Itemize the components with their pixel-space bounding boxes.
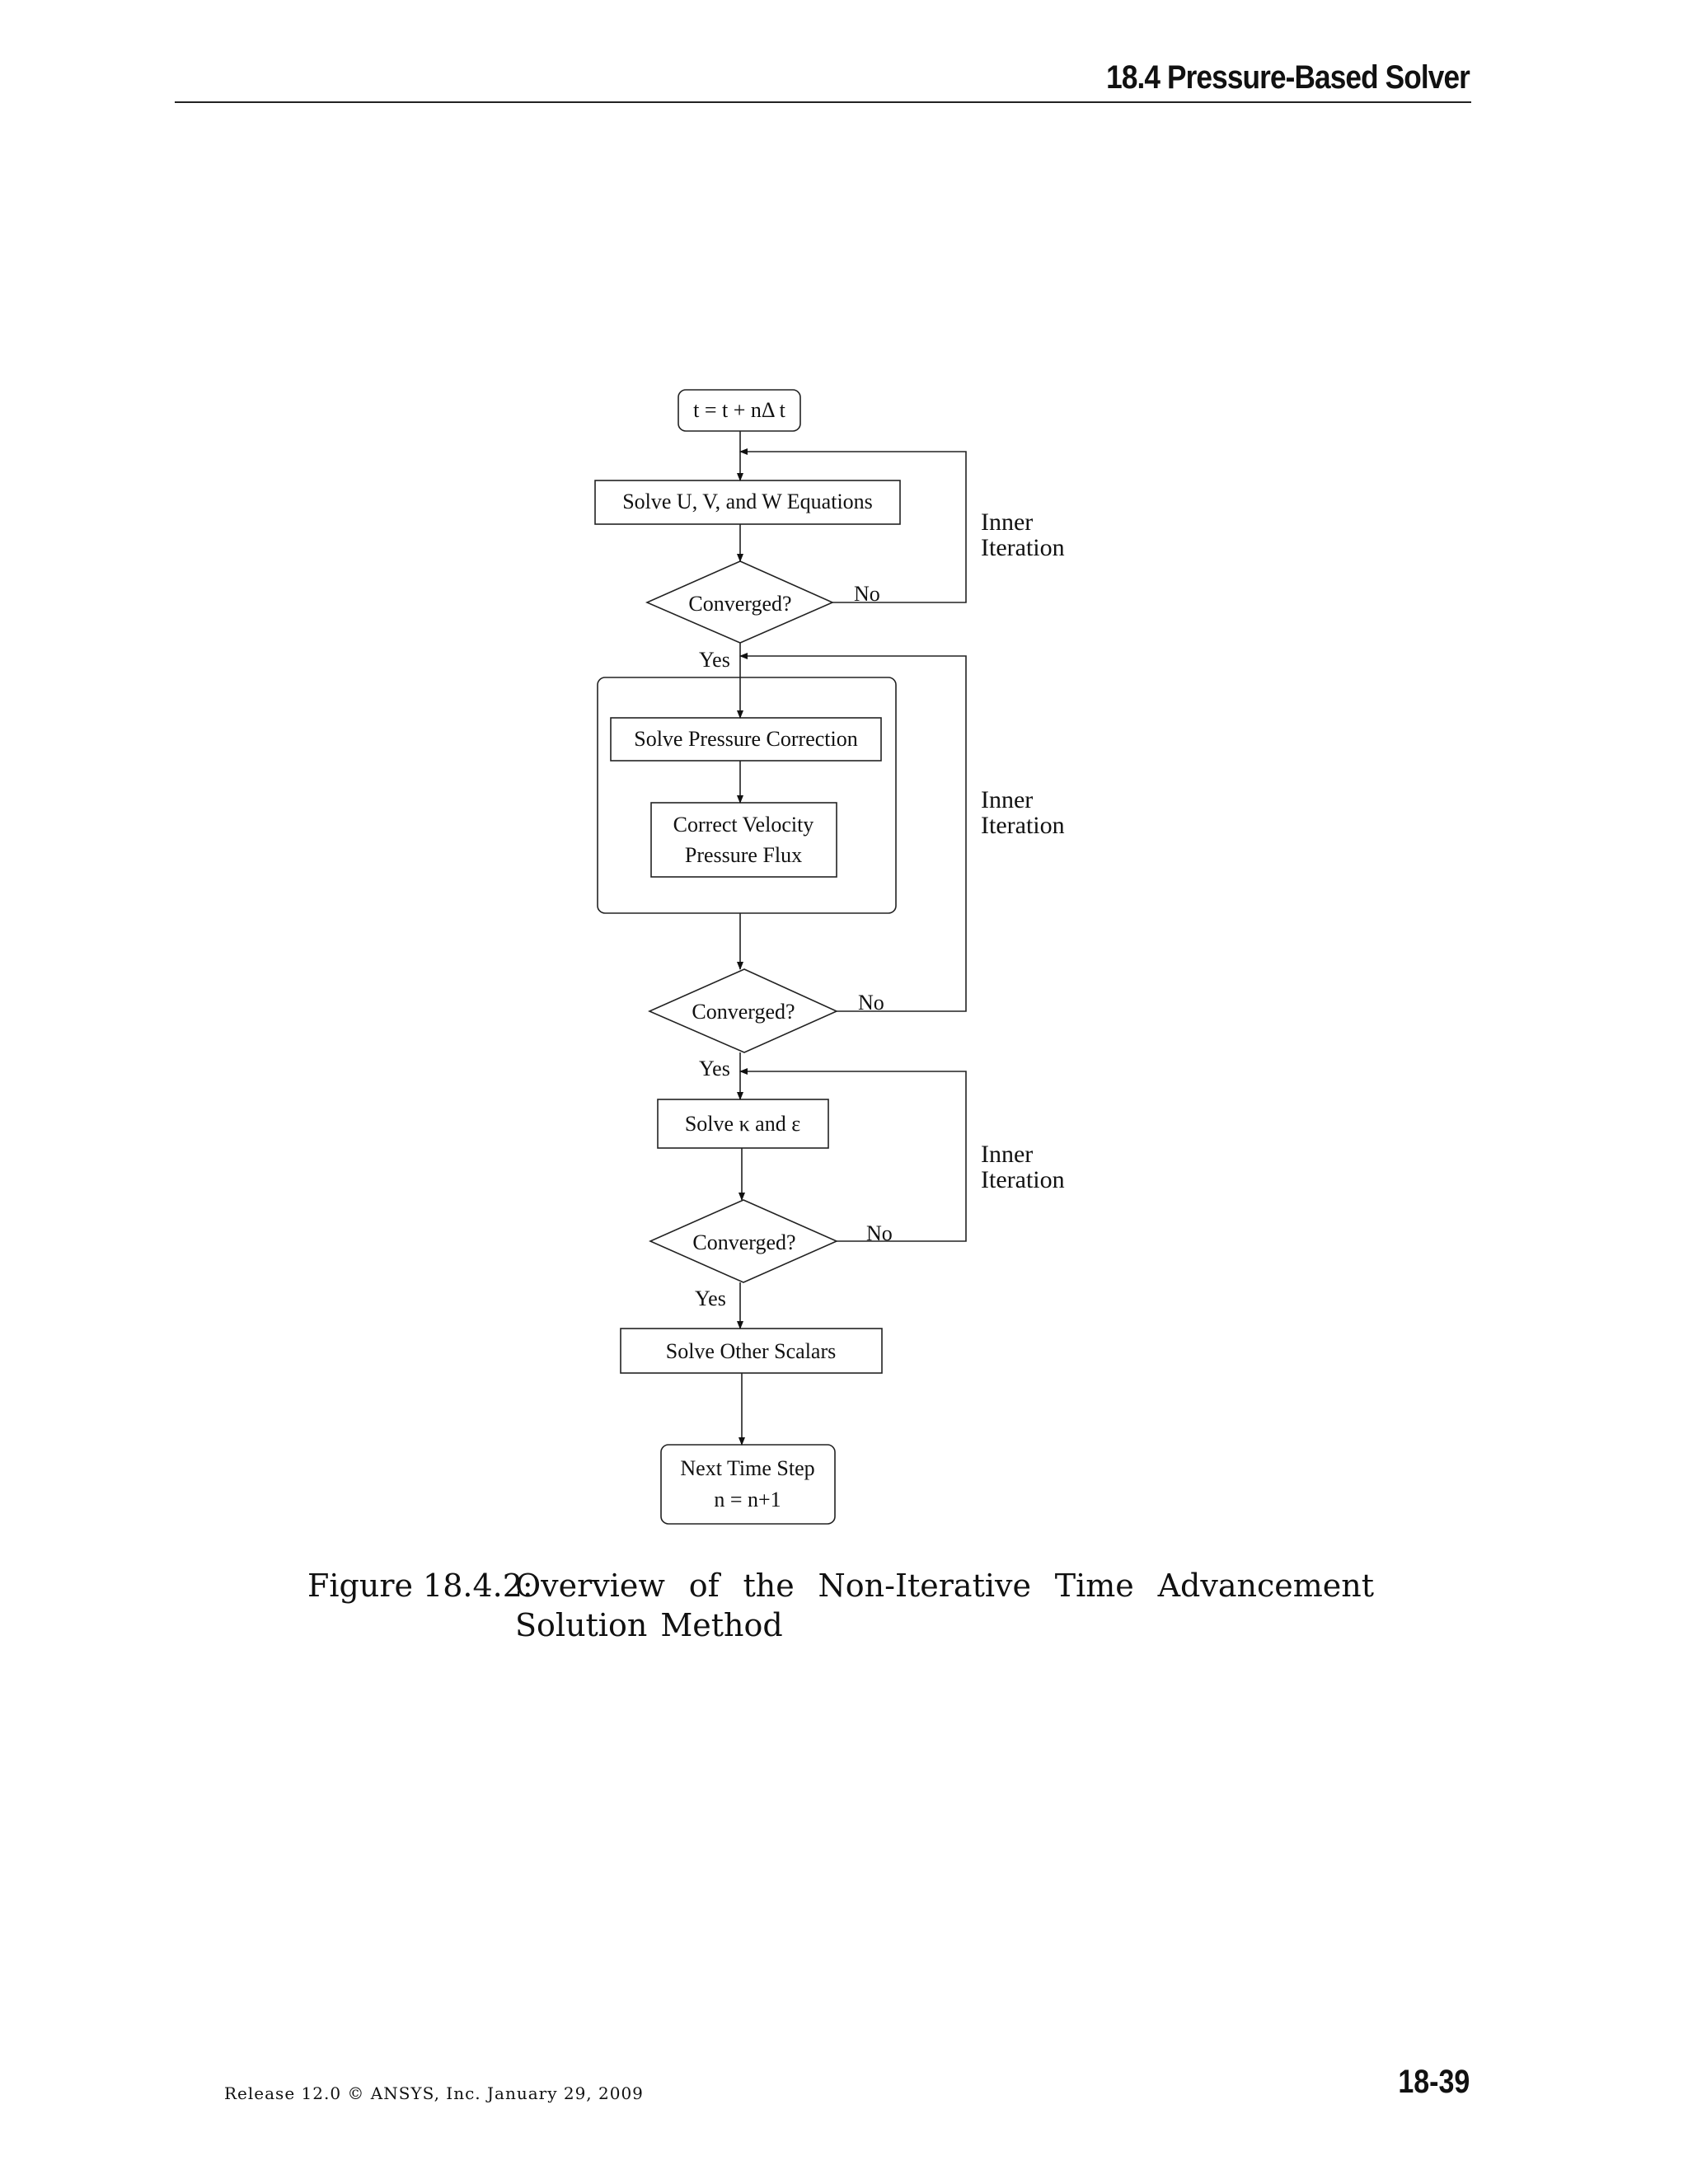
correct-velocity-box <box>650 802 837 878</box>
converged-diamond-2 <box>648 968 838 1053</box>
converged-label-2: Converged? <box>692 1000 795 1024</box>
next-step-label: Next Time Step <box>680 1456 814 1480</box>
inner-iteration-1-line2: Iteration <box>981 534 1065 561</box>
converged-label-1: Converged? <box>688 592 791 616</box>
converged-diamond-3 <box>649 1199 838 1283</box>
inner-iteration-1-line1: Inner <box>981 509 1033 536</box>
solve-pressure-label: Solve Pressure Correction <box>634 727 858 751</box>
loop-1 <box>739 448 967 603</box>
section-title: 18.4 Pressure-Based Solver <box>1106 59 1470 96</box>
loop-3 <box>739 1068 967 1242</box>
header-rule <box>175 101 1471 103</box>
solve-uvw-label: Solve U, V, and W Equations <box>622 490 873 513</box>
yes-label-2: Yes <box>699 1057 730 1080</box>
yes-label-3: Yes <box>695 1286 726 1310</box>
release-footer: Release 12.0 © ANSYS, Inc. January 29, 2… <box>224 2083 644 2103</box>
start-label: t = t + nΔ t <box>693 398 786 422</box>
inner-iteration-2-line1: Inner <box>981 786 1033 813</box>
inner-iteration-3-line2: Iteration <box>981 1166 1065 1193</box>
figure-caption-text: Overview of the Non-Iterative Time Advan… <box>515 1568 1374 1643</box>
inner-iteration-3-line1: Inner <box>981 1141 1033 1168</box>
next-step-box <box>660 1444 836 1525</box>
yes-label-1: Yes <box>699 648 730 672</box>
solve-pressure-box <box>610 717 882 762</box>
converged-label-3: Converged? <box>692 1230 795 1254</box>
pressure-flux-label: Pressure Flux <box>685 843 802 867</box>
no-label-2: No <box>858 991 884 1015</box>
solve-uvw-box <box>594 480 901 525</box>
no-label-3: No <box>866 1221 893 1245</box>
start-box <box>678 389 801 432</box>
correct-velocity-label: Correct Velocity <box>673 813 814 837</box>
figure-label: Figure 18.4.2: <box>307 1568 533 1604</box>
solve-k-eps-label: Solve κ and ε <box>685 1112 800 1136</box>
loop-2 <box>739 653 967 1012</box>
no-label-1: No <box>854 582 880 606</box>
inner-iteration-2-line2: Iteration <box>981 812 1065 839</box>
pressure-group-box <box>597 677 897 914</box>
page-number: 18-39 <box>1398 2064 1470 2100</box>
solve-scalars-box <box>620 1328 883 1374</box>
next-step-n-label: n = n+1 <box>714 1488 781 1511</box>
solve-scalars-label: Solve Other Scalars <box>666 1339 837 1363</box>
